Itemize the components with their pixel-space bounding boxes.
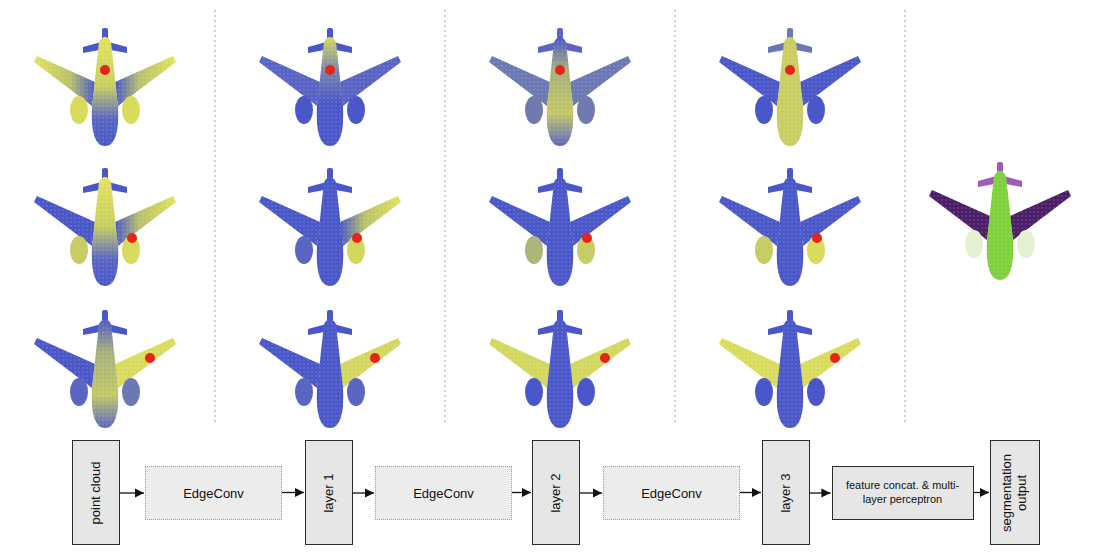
box-label: segmentation output [1000,446,1030,539]
box-label: EdgeConv [413,486,474,501]
box-label: EdgeConv [183,486,244,501]
input-box: point cloud [72,440,120,545]
arrow-connector [120,492,144,493]
arrow-connector [740,492,761,493]
arrow-connector [512,492,531,493]
box-label: layer 3 [779,446,794,539]
box-label: feature concat. & multi-layer perceptron [839,479,967,507]
arrow-connector [974,492,990,493]
box-label: point cloud [89,446,104,539]
box-label: layer 1 [322,446,337,539]
operation-box: EdgeConv [375,466,512,520]
process-box: feature concat. & multi-layer perceptron [832,466,974,520]
operation-box: EdgeConv [603,466,740,520]
box-label: layer 2 [549,446,564,539]
arrow-connector [810,492,831,493]
arrow-connector [580,492,602,493]
output-box: segmentation output [990,440,1040,545]
arrow-connector [282,492,304,493]
layer-box: layer 1 [305,440,353,545]
box-label: EdgeConv [641,486,702,501]
layer-box: layer 3 [762,440,810,545]
arrow-connector [353,492,374,493]
query-point [100,65,840,363]
layer-box: layer 2 [532,440,580,545]
operation-box: EdgeConv [145,466,282,520]
